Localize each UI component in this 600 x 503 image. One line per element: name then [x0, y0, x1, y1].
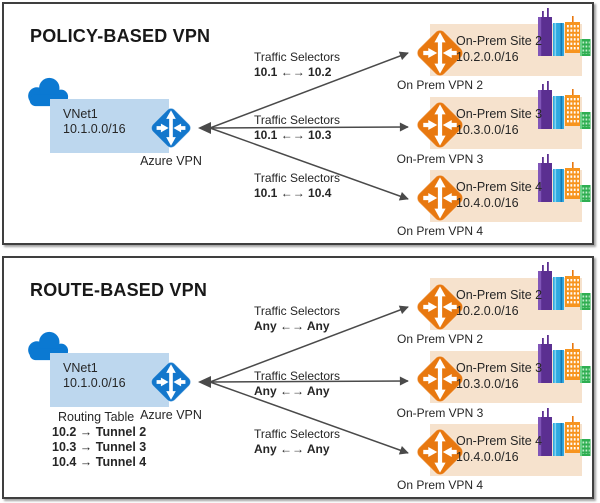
- site-cidr: 10.3.0.0/16: [456, 123, 519, 137]
- routing-table-row: 10.2 → Tunnel 2: [52, 425, 147, 439]
- traffic-selector-label: Traffic Selectors Any ←→ Any: [254, 304, 384, 334]
- routing-table: Routing Table 10.2 → Tunnel 2 10.3 → Tun…: [52, 410, 146, 470]
- traffic-selector-label: Traffic Selectors 10.1 ←→ 10.4: [254, 171, 384, 201]
- vnet-text: VNet1 10.1.0.0/16: [63, 107, 126, 137]
- traffic-selector-value: 10.1 ←→ 10.2: [254, 65, 332, 79]
- traffic-selector-value: 10.1 ←→ 10.3: [254, 128, 332, 142]
- site-cidr: 10.2.0.0/16: [456, 304, 519, 318]
- routing-table-row: 10.4 → Tunnel 4: [52, 455, 147, 469]
- azure-vpn-router-icon: [146, 357, 196, 407]
- site-name: On-Prem Site 3: [456, 107, 543, 121]
- traffic-selector-label: Traffic Selectors 10.1 ←→ 10.3: [254, 113, 384, 143]
- arrowhead-to-azure: [198, 376, 211, 388]
- routing-table-title: Routing Table: [58, 410, 135, 424]
- azure-vpn-router-icon: [146, 103, 196, 153]
- site-cidr: 10.3.0.0/16: [456, 377, 519, 391]
- on-prem-vpn-label: On Prem VPN 4: [396, 224, 484, 238]
- azure-vpn-label: Azure VPN: [140, 408, 202, 422]
- vnet-box: [50, 353, 169, 407]
- vnet-text: VNet1 10.1.0.0/16: [63, 361, 126, 391]
- traffic-selector-label: Traffic Selectors 10.1 ←→ 10.2: [254, 50, 384, 80]
- vnet-cidr: 10.1.0.0/16: [63, 122, 126, 136]
- site-name: On-Prem Site 3: [456, 361, 543, 375]
- site-text: On-Prem Site 4 10.4.0.0/16: [456, 179, 586, 211]
- traffic-selector-title: Traffic Selectors: [254, 369, 341, 383]
- vnet-cidr: 10.1.0.0/16: [63, 376, 126, 390]
- vnet-name: VNet1: [63, 361, 98, 375]
- on-prem-vpn-label: On Prem VPN 4: [396, 478, 484, 492]
- on-prem-vpn-label: On-Prem VPN 3: [396, 152, 484, 166]
- site-text: On-Prem Site 2 10.2.0.0/16: [456, 33, 586, 65]
- arrowhead-to-azure: [198, 122, 211, 134]
- site-text: On-Prem Site 3 10.3.0.0/16: [456, 106, 586, 138]
- tunnel-connectors: [198, 51, 409, 201]
- policy-vpn-panel: POLICY-BASED VPN VNet1 10.1.0.0/16 Azure…: [2, 2, 594, 245]
- site-cidr: 10.4.0.0/16: [456, 196, 519, 210]
- traffic-selector-title: Traffic Selectors: [254, 427, 341, 441]
- traffic-selector-value: Any ←→ Any: [254, 319, 330, 333]
- panel-title: POLICY-BASED VPN: [30, 26, 211, 46]
- traffic-selector-title: Traffic Selectors: [254, 304, 341, 318]
- traffic-selector-title: Traffic Selectors: [254, 50, 341, 64]
- traffic-selector-value: 10.1 ←→ 10.4: [254, 186, 332, 200]
- site-text: On-Prem Site 2 10.2.0.0/16: [456, 287, 586, 319]
- on-prem-vpn-label: On Prem VPN 2: [396, 332, 484, 346]
- site-name: On-Prem Site 4: [456, 180, 543, 194]
- site-cidr: 10.2.0.0/16: [456, 50, 519, 64]
- site-name: On-Prem Site 4: [456, 434, 543, 448]
- panel-title: ROUTE-BASED VPN: [30, 280, 208, 300]
- vnet-name: VNet1: [63, 107, 98, 121]
- azure-vpn-label: Azure VPN: [140, 154, 202, 168]
- on-prem-vpn-label: On-Prem VPN 3: [396, 406, 484, 420]
- on-prem-vpn-label: On Prem VPN 2: [396, 78, 484, 92]
- routing-table-row: 10.3 → Tunnel 3: [52, 440, 147, 454]
- traffic-selector-value: Any ←→ Any: [254, 384, 330, 398]
- traffic-selector-label: Traffic Selectors Any ←→ Any: [254, 369, 384, 399]
- site-name: On-Prem Site 2: [456, 34, 543, 48]
- traffic-selector-title: Traffic Selectors: [254, 171, 341, 185]
- site-text: On-Prem Site 4 10.4.0.0/16: [456, 433, 586, 465]
- traffic-selector-label: Traffic Selectors Any ←→ Any: [254, 427, 384, 457]
- tunnel-connectors: [198, 305, 409, 455]
- site-text: On-Prem Site 3 10.3.0.0/16: [456, 360, 586, 392]
- traffic-selector-title: Traffic Selectors: [254, 113, 341, 127]
- site-name: On-Prem Site 2: [456, 288, 543, 302]
- site-cidr: 10.4.0.0/16: [456, 450, 519, 464]
- vnet-box: [50, 99, 169, 153]
- route-vpn-panel: ROUTE-BASED VPN VNet1 10.1.0.0/16 Azure …: [2, 256, 594, 499]
- traffic-selector-value: Any ←→ Any: [254, 442, 330, 456]
